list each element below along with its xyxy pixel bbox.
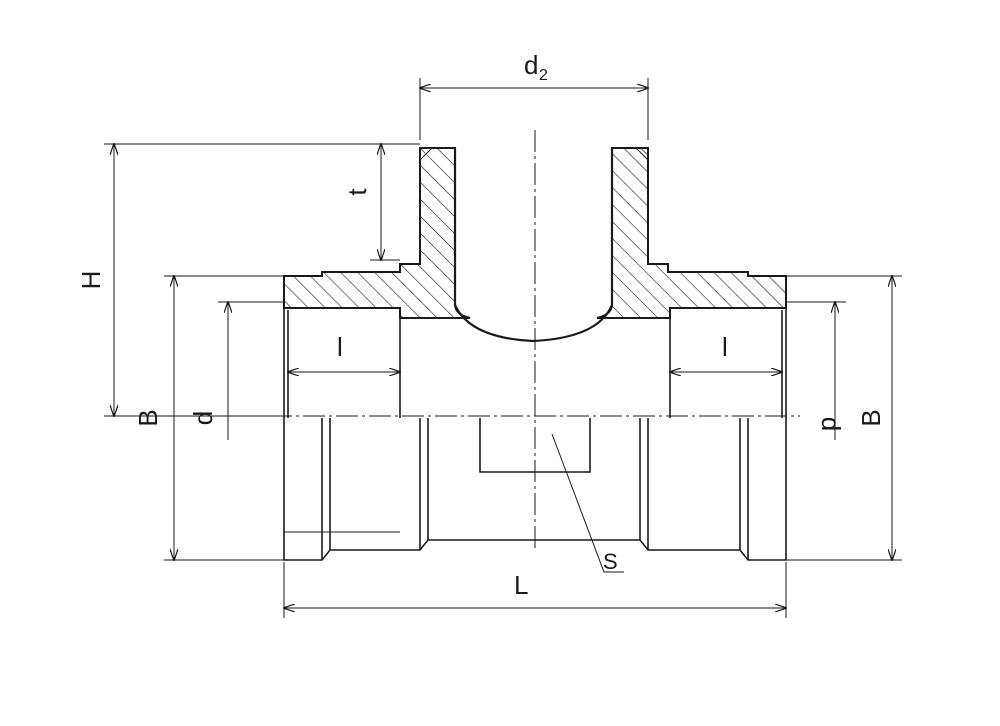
- L-label: L: [514, 570, 528, 600]
- s-leader-line: [551, 433, 624, 573]
- branch-chamfer-left: [419, 147, 433, 161]
- d-left-label: d: [188, 411, 218, 425]
- H-label: H: [76, 271, 106, 290]
- section-left-wall: [283, 147, 471, 319]
- d2-label: d: [524, 50, 538, 80]
- l-right-label: l: [722, 332, 728, 362]
- t-label: t: [342, 188, 372, 196]
- bore-intersection-curve: [453, 304, 614, 343]
- B-right-label: B: [856, 409, 886, 426]
- s-label: S: [603, 549, 618, 574]
- branch-chamfer-right: [635, 147, 649, 161]
- lower-outline: [283, 418, 787, 561]
- section-right-wall: [596, 147, 787, 319]
- d-right-label: d: [816, 417, 846, 431]
- B-left-label: B: [133, 409, 163, 426]
- l-left-label: l: [337, 332, 343, 362]
- d2-label-subscript: 2: [539, 67, 548, 84]
